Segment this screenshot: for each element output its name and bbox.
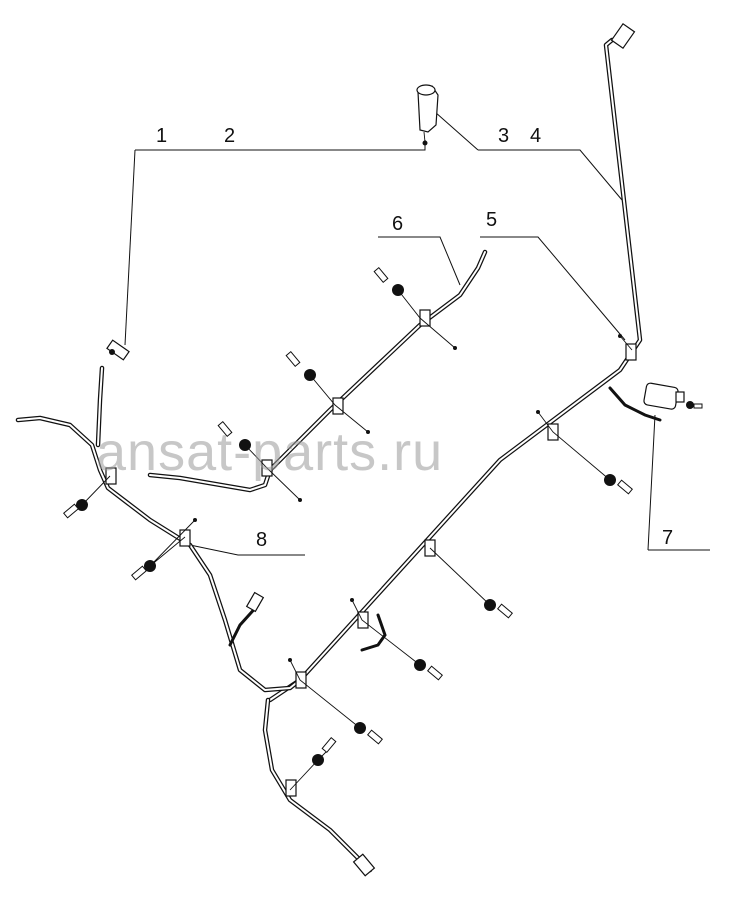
callout-2: 2 (224, 125, 235, 147)
leader-5 (480, 236, 626, 341)
washer-reservoir (416, 84, 439, 146)
bolt-1 (373, 267, 457, 350)
bolt-3 (217, 421, 302, 502)
main-pipe (267, 37, 643, 703)
branch-hose (228, 603, 260, 647)
callout-4: 4 (530, 125, 541, 147)
leader-6 (378, 236, 461, 286)
callout-1: 1 (156, 125, 167, 147)
bolt-2 (285, 351, 370, 434)
bolt-8 (289, 737, 337, 791)
top-connector (610, 22, 636, 50)
bolts (63, 267, 633, 791)
bolt-10 (131, 518, 197, 581)
center-pipe (147, 249, 488, 493)
bolt-6 (350, 598, 443, 681)
callout-labels: 1 2 3 4 5 6 7 8 (156, 125, 673, 551)
bolt-5 (429, 547, 513, 619)
callout-3: 3 (498, 125, 509, 147)
bolt-7 (288, 658, 383, 745)
clip-f (357, 611, 369, 629)
callout-6: 6 (392, 213, 403, 235)
left-pipe (15, 415, 303, 693)
leader-1-2 (135, 140, 426, 151)
bolt-9 (63, 475, 111, 519)
nozzle-fitting (106, 339, 130, 361)
watermark: ansat-parts.ru (96, 422, 443, 482)
bolt-4 (536, 410, 633, 495)
callout-5: 5 (486, 209, 497, 231)
pipe-clips (105, 309, 637, 797)
bolt-11 (618, 334, 633, 351)
clip-i (105, 467, 117, 485)
clip-b (332, 397, 344, 415)
clip-a (419, 309, 431, 327)
leader-7 (647, 414, 710, 551)
bottom-connector (352, 853, 376, 877)
clip-j (179, 529, 191, 547)
clip-h (625, 343, 637, 361)
leader-3-4 (478, 149, 623, 201)
leader-1-down (124, 149, 136, 346)
lower-pipe (262, 697, 373, 873)
middle-branch-hose (360, 613, 387, 652)
leader-8 (189, 544, 305, 556)
clip-k (285, 779, 297, 797)
washer-pump (608, 382, 703, 422)
clip-g (295, 671, 307, 689)
callout-8: 8 (256, 529, 267, 551)
leader-3-bottle (434, 111, 479, 151)
callout-7: 7 (662, 527, 673, 549)
